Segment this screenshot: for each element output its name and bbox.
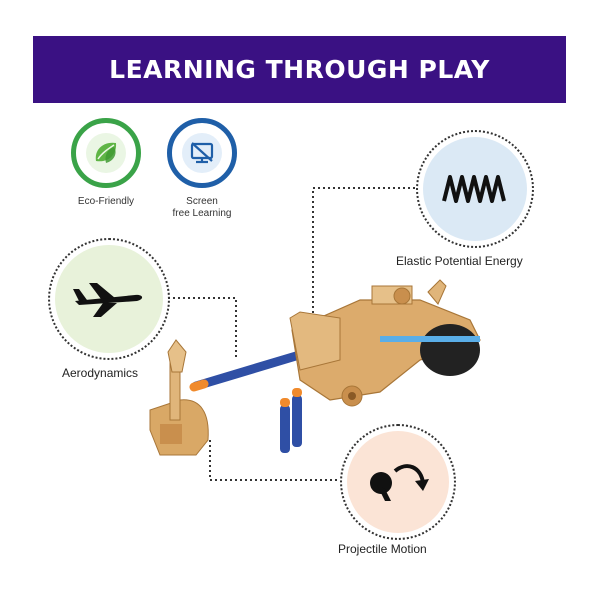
screen-free-badge: Screen free Learning: [162, 118, 242, 220]
elastic-energy-label: Elastic Potential Energy: [396, 254, 523, 268]
screen-ring: [167, 118, 237, 188]
banner-title: LEARNING THROUGH PLAY: [109, 55, 490, 84]
spring-icon: [442, 175, 506, 203]
projectile-motion-circle: [340, 424, 456, 540]
no-screen-icon: [182, 133, 222, 173]
launcher-body: [289, 279, 481, 407]
screen-free-label: Screen free Learning: [162, 196, 242, 220]
aerodynamics-circle: [48, 238, 170, 360]
flying-dart: [189, 351, 301, 392]
leaf-icon: [86, 133, 126, 173]
eco-friendly-label: Eco-Friendly: [77, 196, 135, 207]
eco-ring: [71, 118, 141, 188]
eco-friendly-badge: Eco-Friendly: [66, 118, 146, 208]
aerodynamics-label: Aerodynamics: [62, 366, 139, 380]
screen-free-line1: Screen: [186, 196, 218, 207]
screen-free-line2: free Learning: [172, 208, 232, 219]
projectile-arc-icon: [370, 464, 429, 501]
projectile-motion-label: Projectile Motion: [338, 542, 427, 556]
airplane-icon: [73, 283, 143, 317]
target-stand: [149, 339, 209, 456]
standing-darts: [280, 388, 302, 453]
header-banner: LEARNING THROUGH PLAY: [33, 36, 566, 103]
elastic-energy-circle: [416, 130, 534, 248]
